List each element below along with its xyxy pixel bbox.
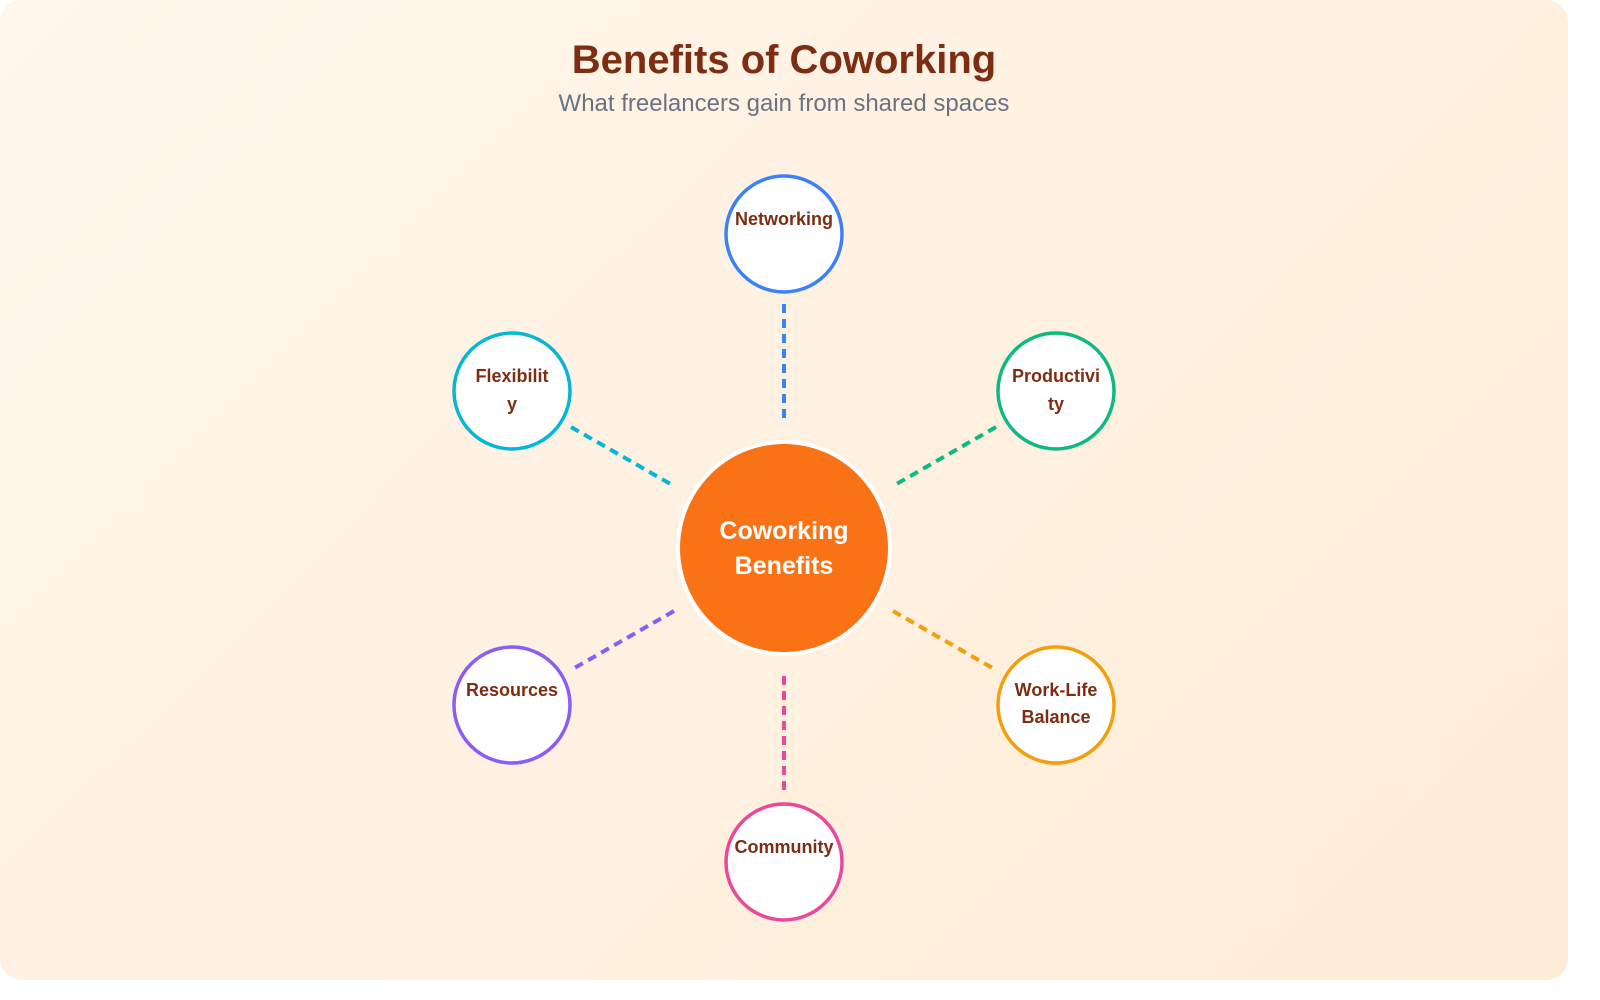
node-label: Flexibilit [475, 366, 548, 386]
node-label: y [507, 394, 517, 414]
center-label-line1: Coworking [719, 517, 848, 545]
page-title: Benefits of Coworking [571, 38, 997, 82]
node-label: Balance [1021, 707, 1090, 727]
node-flexibility[interactable]: Flexibilit y [452, 331, 572, 451]
node-label: Resources [466, 680, 558, 700]
connector-resources [570, 609, 675, 672]
node-label: Productivi [1012, 366, 1100, 386]
connector-flexibility [570, 425, 675, 488]
center-label-line2: Benefits [735, 552, 834, 580]
node-work-life-balance[interactable]: Work-Life Balance [996, 645, 1116, 765]
node-label: ty [1048, 394, 1064, 414]
center-node[interactable]: Coworking Benefits [676, 440, 892, 656]
node-networking[interactable]: Networking [724, 174, 844, 294]
node-resources[interactable]: Resources [452, 645, 572, 765]
node-label: Networking [735, 209, 833, 229]
page-subtitle: What freelancers gain from shared spaces [558, 90, 1010, 117]
connector-work-life-balance [892, 609, 997, 672]
node-label: Community [735, 837, 834, 857]
hub-diagram: Coworking Benefits Networking Productivi… [452, 174, 1116, 922]
node-label: Work-Life [1015, 680, 1098, 700]
connector-productivity [892, 425, 997, 488]
node-productivity[interactable]: Productivi ty [996, 331, 1116, 451]
diagram-card: Benefits of Coworking What freelancers g… [0, 0, 1568, 980]
node-community[interactable]: Community [724, 802, 844, 922]
